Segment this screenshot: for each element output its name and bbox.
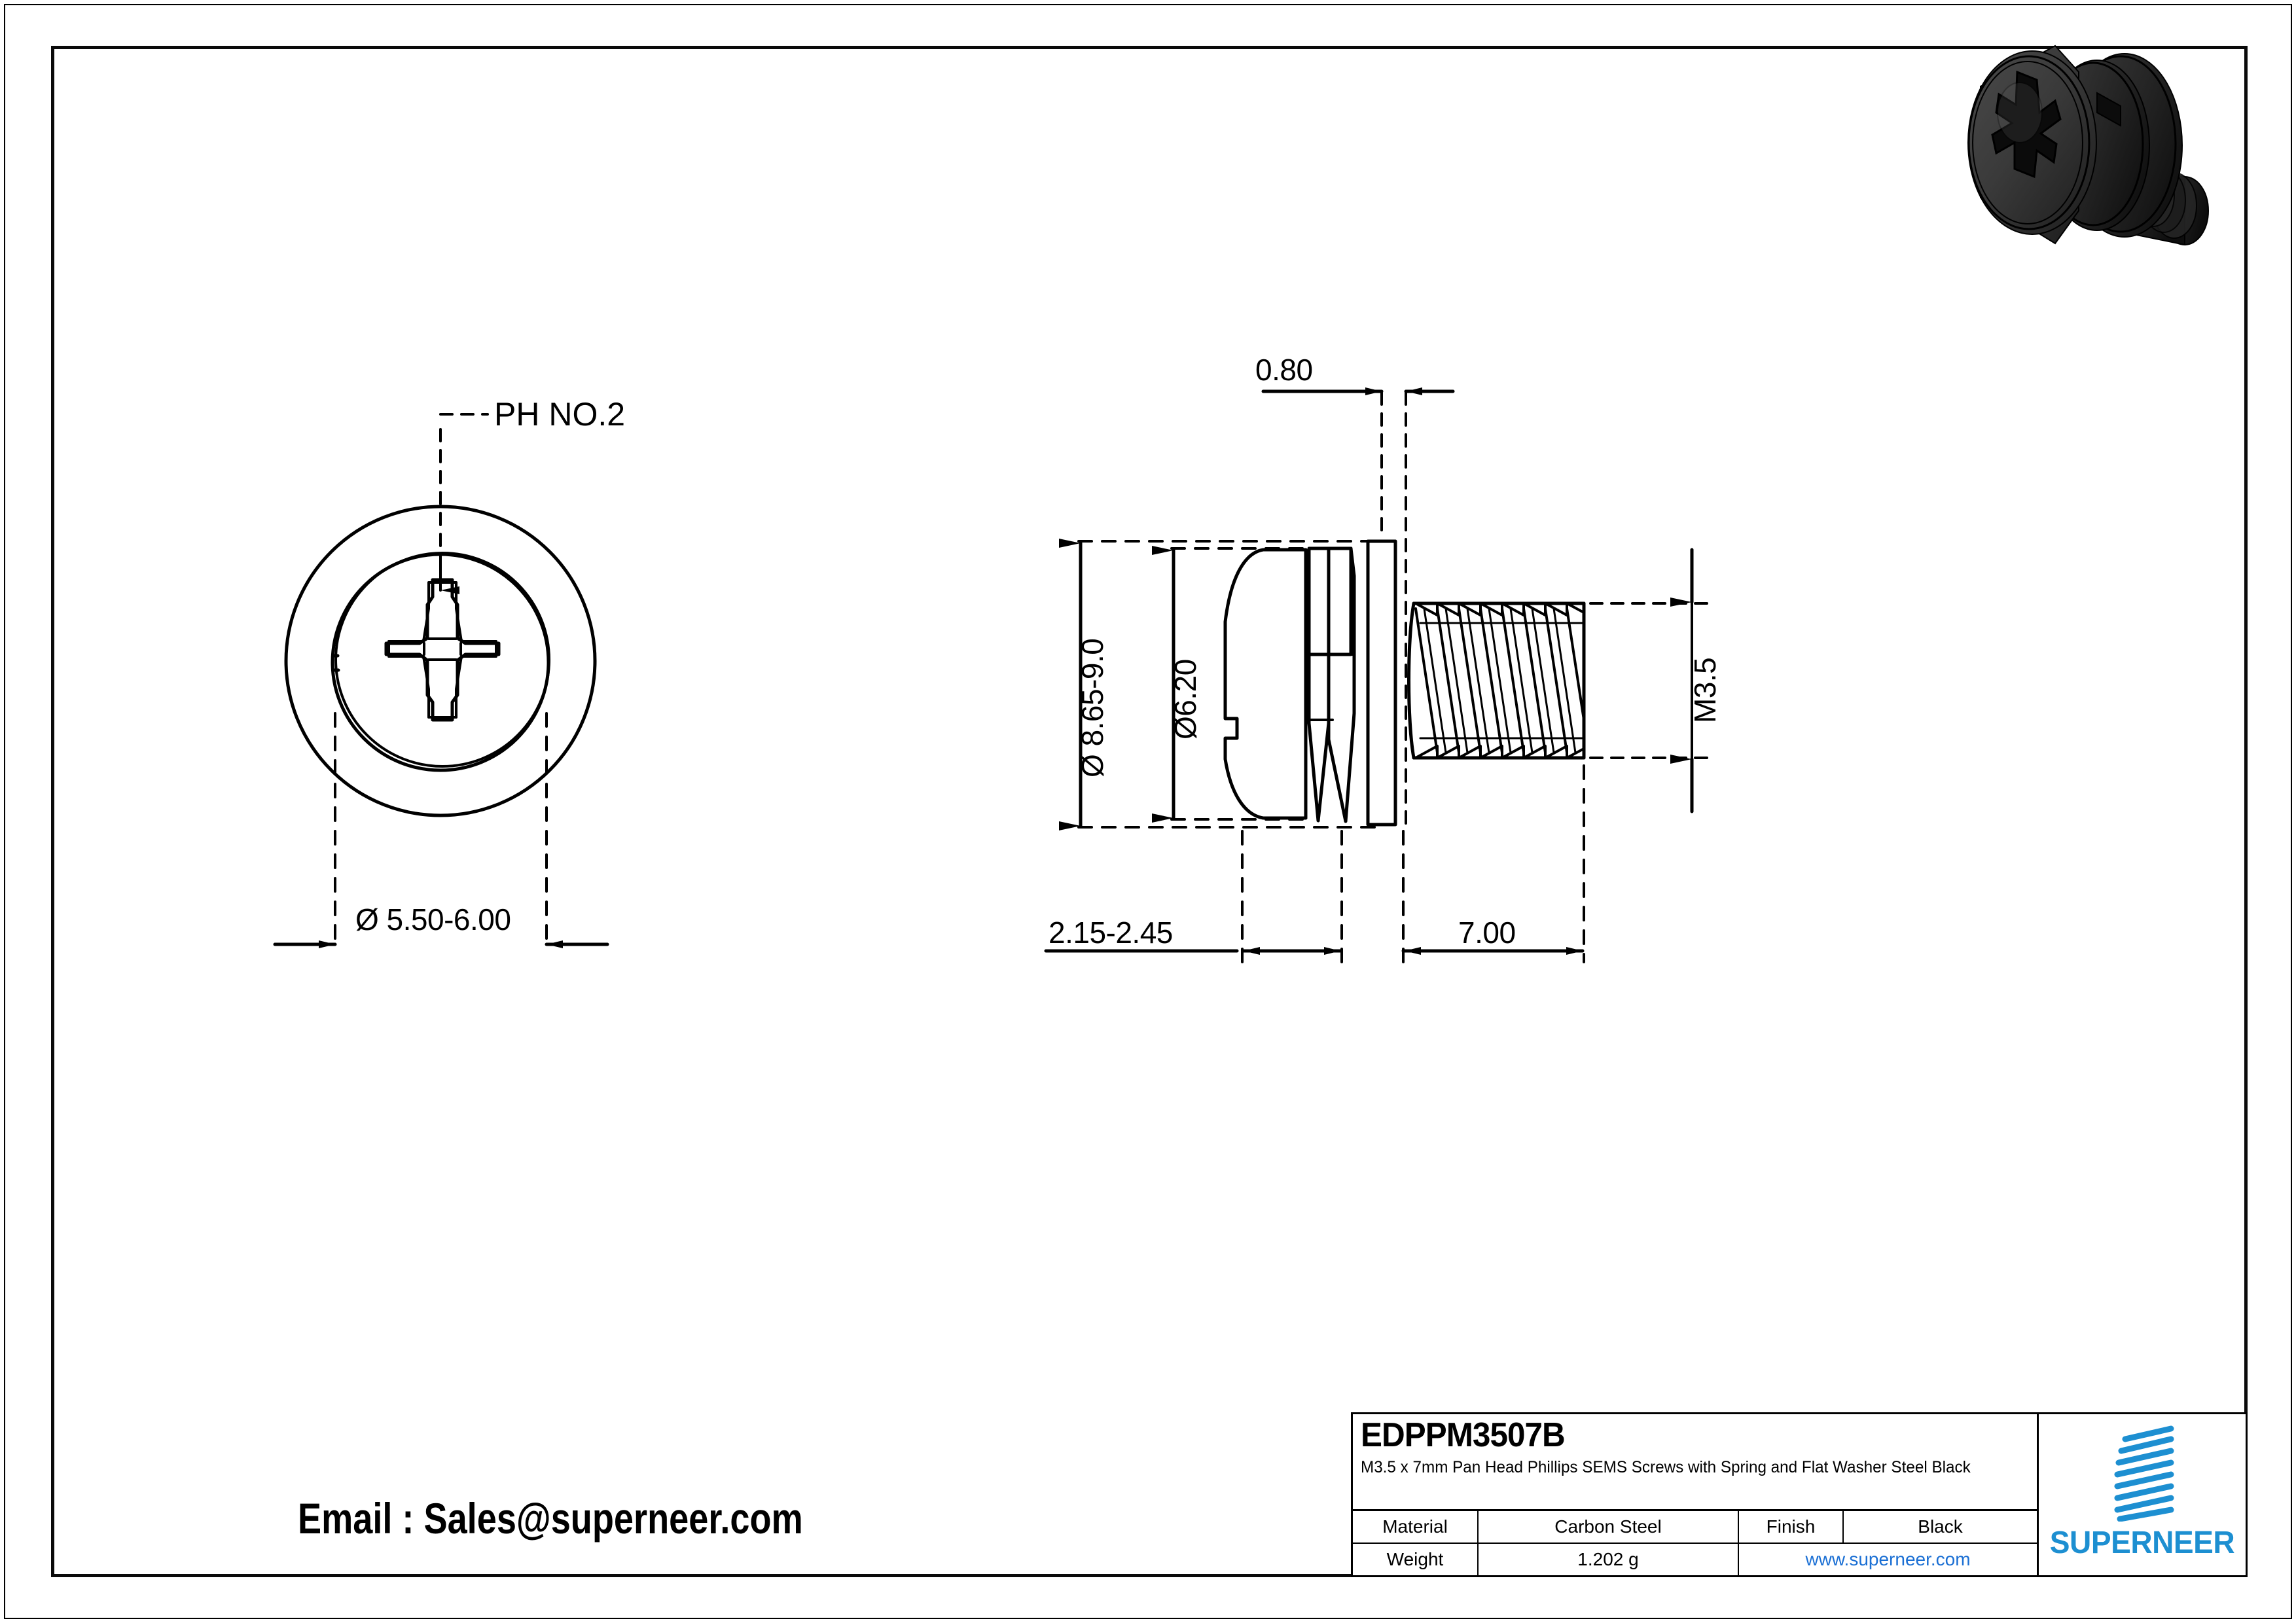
thread-length-dim: 7.00 (1458, 916, 1516, 950)
title-block-row-weight: Weight 1.202 g www.superneer.com (1353, 1544, 2037, 1575)
head-diameter-dim: Ø 5.50-6.00 (355, 902, 511, 936)
washer-outer-diameter-dim: Ø 8.65-9.0 (1075, 638, 1109, 777)
head-height-dim: 2.15-2.45 (1049, 916, 1173, 950)
sheet-outer-border (4, 4, 2292, 1619)
material-label: Material (1353, 1511, 1479, 1543)
product-3d-render (1967, 45, 2209, 246)
weight-value: 1.202 g (1479, 1544, 1739, 1575)
title-block-left: EDPPM3507B M3.5 x 7mm Pan Head Phillips … (1353, 1414, 2039, 1575)
title-block-row-material: Material Carbon Steel Finish Black (1353, 1511, 2037, 1544)
ph-no2-leader-label: PH NO.2 (494, 396, 626, 433)
sheet-inner-border (51, 46, 2248, 1577)
title-block: EDPPM3507B M3.5 x 7mm Pan Head Phillips … (1351, 1412, 2248, 1577)
finish-label: Finish (1739, 1511, 1844, 1543)
finish-value: Black (1918, 1516, 1963, 1537)
title-block-header: EDPPM3507B M3.5 x 7mm Pan Head Phillips … (1353, 1414, 2037, 1511)
pan-head-diameter-dim: Ø6.20 (1168, 659, 1202, 740)
email-label: Email : Sales@superneer.com (298, 1494, 803, 1543)
part-number: EDPPM3507B (1361, 1416, 1566, 1454)
superneer-logo-icon (2114, 1425, 2174, 1522)
render-pan-head (1967, 45, 2097, 245)
website-link[interactable]: www.superneer.com (1805, 1549, 1971, 1569)
brand-name: SUPERNEER (2049, 1525, 2235, 1560)
brand-logo-cell: SUPERNEER (2039, 1414, 2246, 1575)
weight-label: Weight (1353, 1544, 1479, 1575)
part-description: M3.5 x 7mm Pan Head Phillips SEMS Screws… (1361, 1458, 1971, 1477)
thread-spec-dim: M3.5 (1688, 657, 1722, 723)
washer-thickness-dim: 0.80 (1255, 353, 1313, 387)
material-value: Carbon Steel (1479, 1511, 1739, 1543)
